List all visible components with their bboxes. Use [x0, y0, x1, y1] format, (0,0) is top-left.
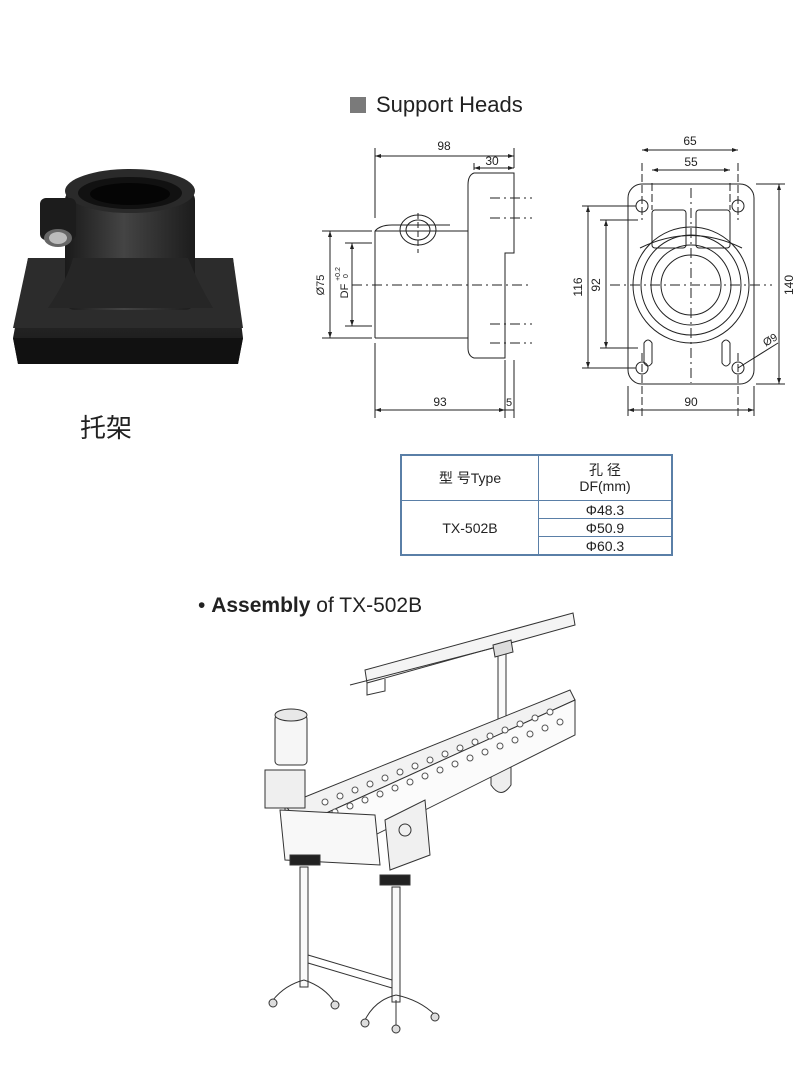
- side-view-drawing: 98 30 93 5 Ø75 DF +0.2 0: [315, 139, 532, 418]
- heading-label: Support Heads: [376, 92, 523, 117]
- dim-90: 90: [684, 395, 698, 409]
- assembly-of: of: [316, 594, 334, 617]
- dim-tol-lower: 0: [343, 274, 350, 278]
- dim-30: 30: [485, 154, 499, 168]
- dim-o75: Ø75: [315, 275, 327, 296]
- dim-98: 98: [437, 139, 451, 153]
- dim-tol-upper: +0.2: [335, 267, 342, 281]
- front-view-drawing: 65 55 90 116 92 140 Ø9: [571, 134, 796, 416]
- dim-116: 116: [571, 277, 585, 296]
- dim-140: 140: [782, 275, 796, 295]
- assembly-illustration: [264, 612, 576, 1034]
- dim-92: 92: [589, 278, 603, 292]
- bore-value-3: Φ60.3: [538, 536, 673, 556]
- dim-df: DF: [339, 283, 351, 298]
- section-heading: Support Heads: [350, 92, 523, 118]
- assembly-title: • Assembly of TX-502B: [198, 594, 422, 618]
- bullet-icon: •: [198, 594, 206, 617]
- product-caption: 托架: [80, 414, 133, 444]
- header-bore: 孔 径 DF(mm): [538, 454, 673, 501]
- dim-93: 93: [433, 395, 447, 409]
- assembly-model: TX-502B: [339, 594, 423, 617]
- spec-table: 型 号Type 孔 径 DF(mm) TX-502B Φ48.3 Φ50.9 Φ…: [400, 454, 673, 556]
- heading-square-icon: [350, 97, 366, 113]
- header-bore-en: DF(mm): [579, 478, 631, 494]
- dim-5: 5: [506, 397, 512, 409]
- dim-o9: Ø9: [761, 332, 780, 350]
- bore-value-2: Φ50.9: [538, 518, 673, 537]
- assembly-word: Assembly: [211, 594, 311, 617]
- bore-value-1: Φ48.3: [538, 500, 673, 519]
- model-cell: TX-502B: [400, 500, 539, 556]
- header-bore-cn: 孔 径: [589, 462, 621, 478]
- dim-55: 55: [684, 155, 698, 169]
- dim-65: 65: [683, 134, 697, 148]
- support-head-photo: [13, 169, 243, 364]
- header-type: 型 号Type: [400, 454, 539, 501]
